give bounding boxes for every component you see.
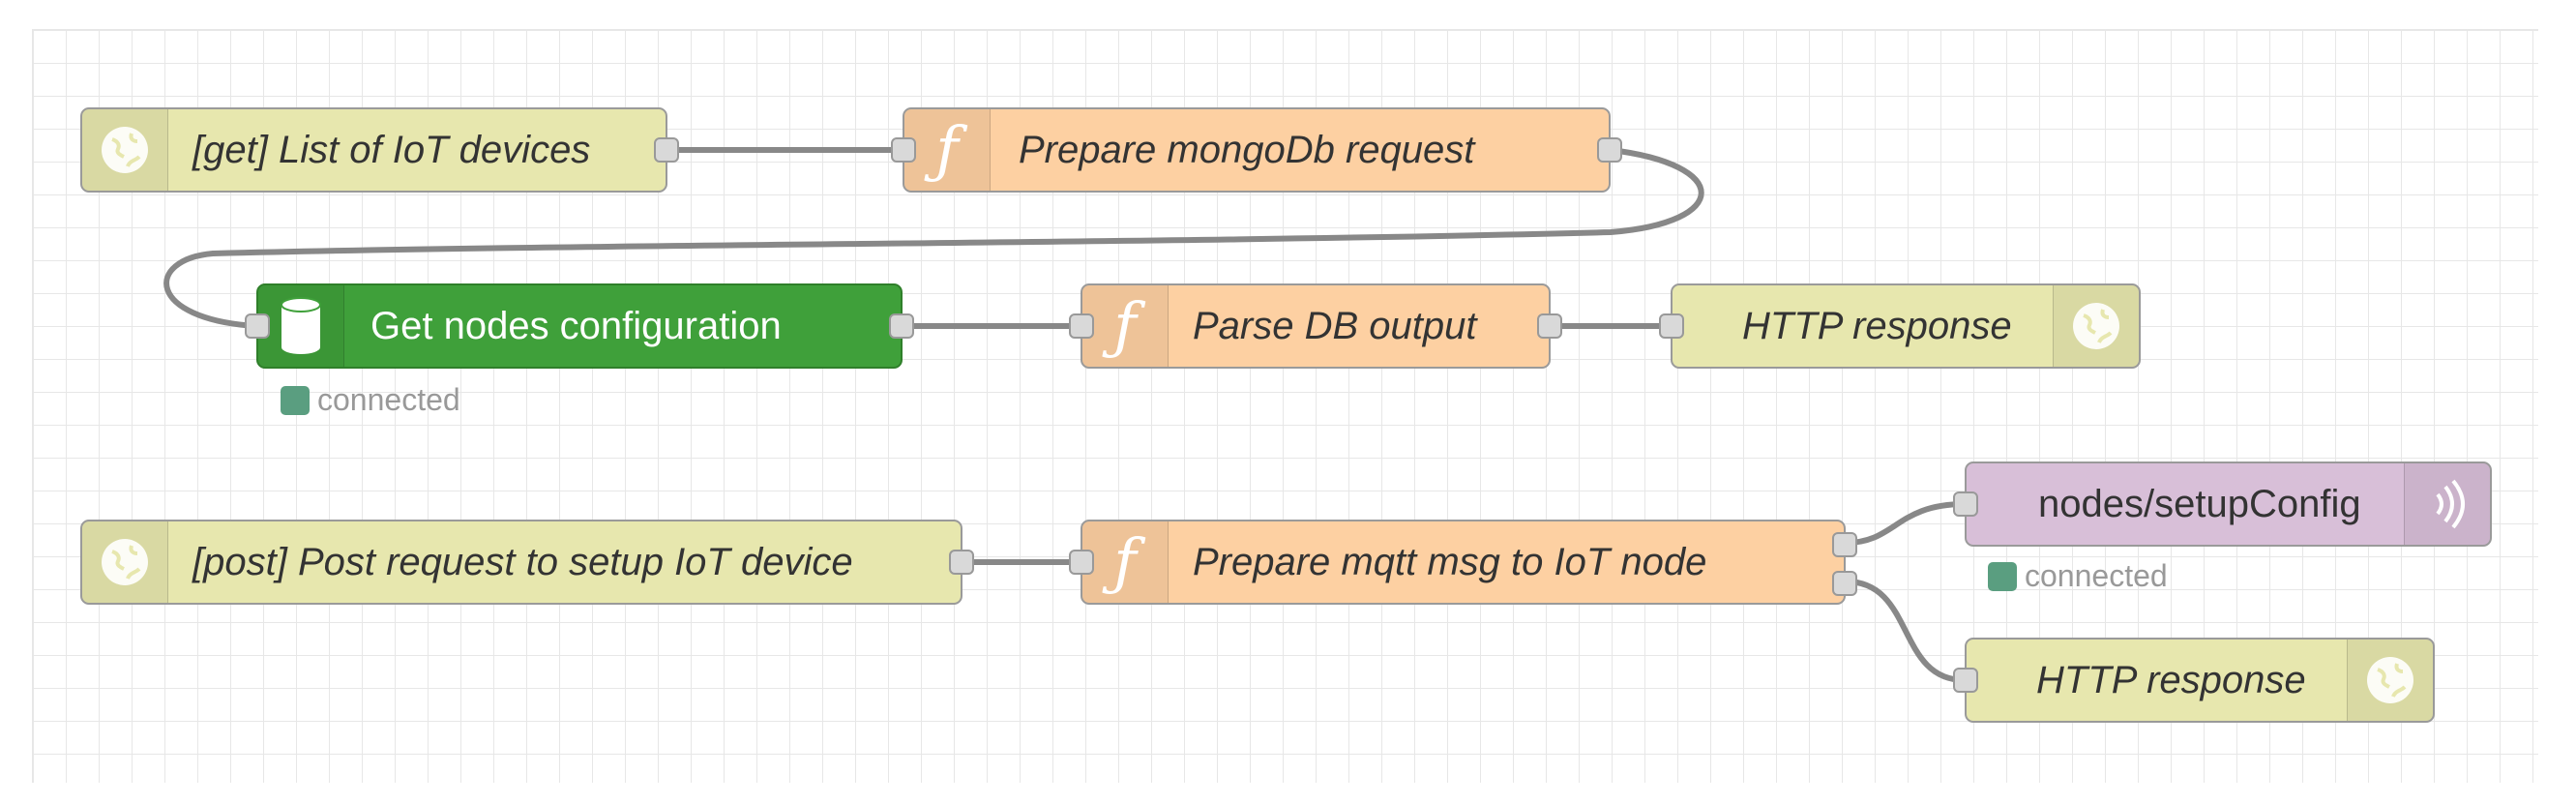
wire-prepare-mqtt-to-mqtt-out[interactable] bbox=[1843, 501, 1968, 546]
node-prepare-mongodb-request[interactable]: ƒ Prepare mongoDb request bbox=[891, 107, 1622, 193]
input-port[interactable] bbox=[245, 313, 270, 339]
node-prepare-mqtt-msg[interactable]: ƒ Prepare mqtt msg to IoT node bbox=[1069, 520, 1857, 605]
output-port[interactable] bbox=[949, 550, 974, 575]
wire-prepare-mongo-to-get-config[interactable] bbox=[163, 147, 1704, 329]
input-port[interactable] bbox=[1069, 550, 1094, 575]
output-port-2[interactable] bbox=[1832, 571, 1857, 596]
status-dot bbox=[1988, 561, 2017, 591]
input-port[interactable] bbox=[1953, 491, 1978, 517]
node-get-list-iot-devices[interactable]: [get] List of IoT devices bbox=[80, 107, 679, 193]
node-label: [post] Post request to setup IoT device bbox=[192, 540, 853, 583]
status-text: connected bbox=[317, 382, 460, 417]
status-connected: connected bbox=[1988, 558, 2168, 594]
output-port[interactable] bbox=[889, 313, 914, 339]
wire-prepare-mqtt-to-http-response[interactable] bbox=[1843, 579, 1968, 683]
node-mqtt-out-setupconfig[interactable]: nodes/setupConfig bbox=[1953, 462, 2492, 547]
node-label: Parse DB output bbox=[1193, 304, 1477, 347]
globe-icon bbox=[2347, 640, 2433, 721]
node-label: Prepare mongoDb request bbox=[1019, 128, 1475, 171]
node-label: HTTP response bbox=[1742, 304, 2012, 347]
status-text: connected bbox=[2025, 558, 2168, 593]
globe-icon bbox=[82, 521, 168, 603]
node-label: [get] List of IoT devices bbox=[192, 128, 591, 171]
node-label: nodes/setupConfig bbox=[2038, 482, 2361, 525]
output-port[interactable] bbox=[1537, 313, 1562, 339]
node-post-setup-iot-device[interactable]: [post] Post request to setup IoT device bbox=[80, 520, 974, 605]
node-parse-db-output[interactable]: ƒ Parse DB output bbox=[1069, 283, 1562, 369]
input-port[interactable] bbox=[1069, 313, 1094, 339]
node-http-response-1[interactable]: HTTP response bbox=[1659, 283, 2141, 369]
node-get-nodes-configuration[interactable]: Get nodes configuration bbox=[245, 283, 914, 369]
broadcast-icon bbox=[2404, 463, 2490, 545]
function-icon: ƒ bbox=[1082, 521, 1169, 603]
status-connected: connected bbox=[281, 382, 460, 418]
status-dot bbox=[281, 385, 310, 415]
globe-icon bbox=[82, 109, 168, 191]
globe-icon bbox=[2053, 285, 2139, 367]
database-icon bbox=[258, 285, 344, 367]
node-label: Get nodes configuration bbox=[370, 304, 782, 347]
input-port[interactable] bbox=[891, 137, 916, 163]
output-port[interactable] bbox=[654, 137, 679, 163]
input-port[interactable] bbox=[1659, 313, 1684, 339]
node-label: HTTP response bbox=[2036, 658, 2306, 701]
input-port[interactable] bbox=[1953, 668, 1978, 693]
node-http-response-2[interactable]: HTTP response bbox=[1953, 638, 2435, 723]
function-icon: ƒ bbox=[1082, 285, 1169, 367]
node-label: Prepare mqtt msg to IoT node bbox=[1193, 540, 1707, 583]
output-port[interactable] bbox=[1597, 137, 1622, 163]
function-icon: ƒ bbox=[904, 109, 991, 191]
output-port-1[interactable] bbox=[1832, 532, 1857, 557]
